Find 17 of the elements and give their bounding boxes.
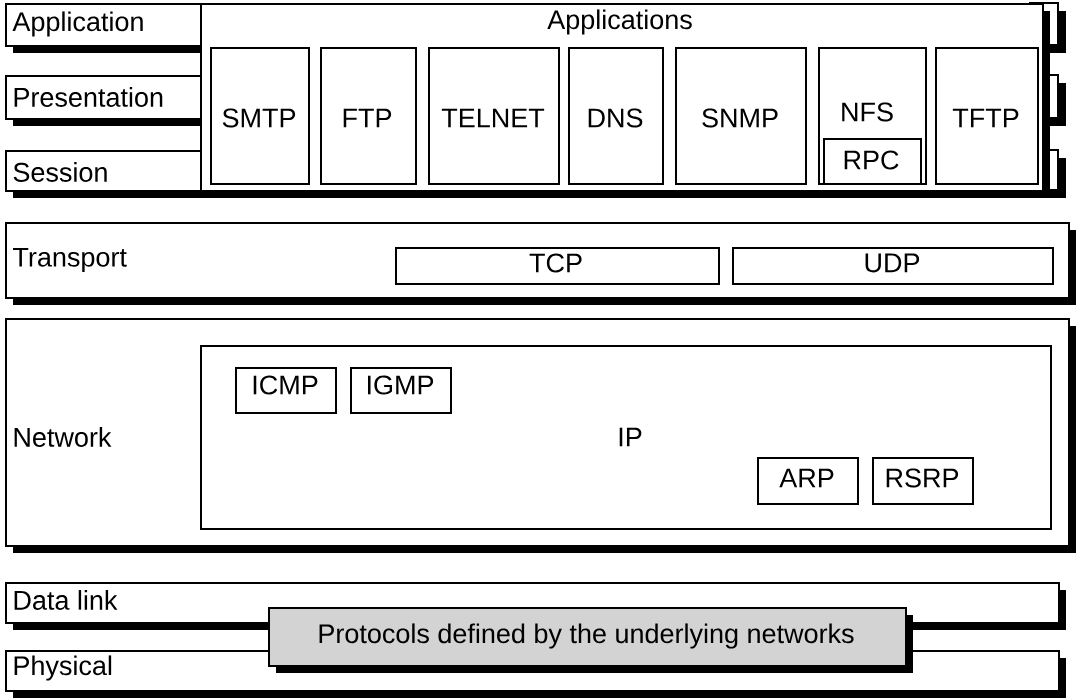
layer-band: Presentation	[5, 75, 208, 126]
protocol-box: RPC	[823, 138, 922, 185]
protocol-box: Protocols defined by the underlying networks	[268, 607, 913, 673]
protocol-box: TCP	[395, 247, 720, 285]
protocol-box: TFTP	[935, 47, 1039, 185]
layer-band: Application	[5, 3, 208, 53]
protocol-box: ICMP	[235, 367, 337, 414]
protocol-box: FTP	[320, 47, 417, 185]
protocol-box: ARP	[757, 457, 859, 505]
layer-band: Session	[5, 150, 208, 198]
protocol-box: SNMP	[675, 47, 807, 185]
protocol-box: SMTP	[210, 47, 310, 185]
protocol-box: TELNET	[428, 47, 560, 185]
protocol-box: UDP	[732, 247, 1054, 285]
protocol-box: DNS	[568, 47, 664, 185]
protocol-box: RSRP	[872, 457, 974, 505]
protocol-box: IGMP	[350, 367, 452, 414]
